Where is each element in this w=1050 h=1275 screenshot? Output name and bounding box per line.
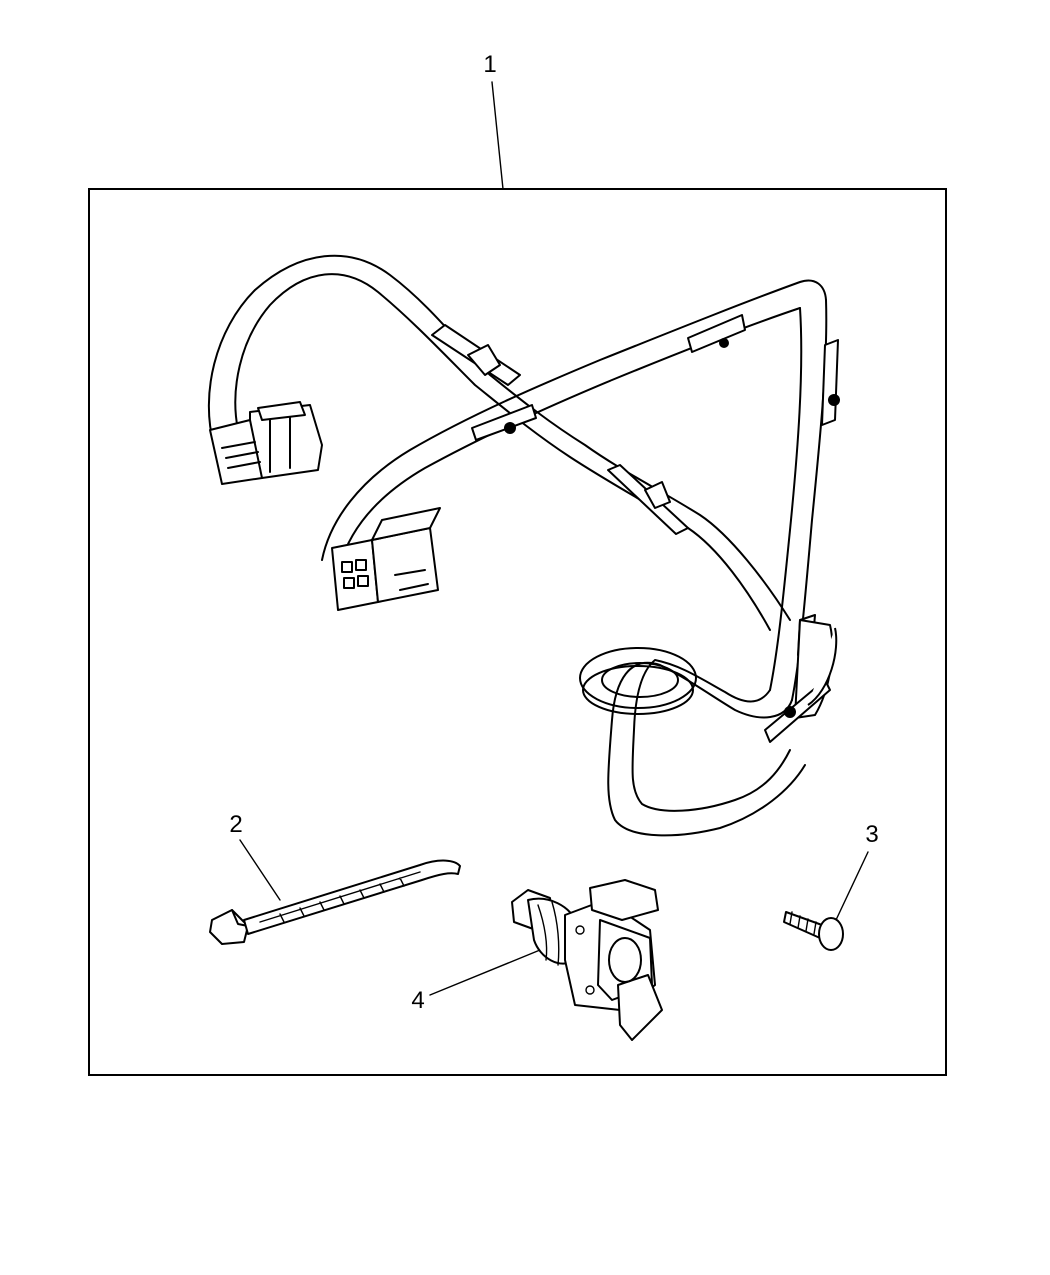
harness-grommet-lip <box>582 665 694 715</box>
harness-lower-loop-inner <box>631 659 791 812</box>
harness-connector-lower <box>331 507 441 611</box>
harness-lower-loop <box>607 661 806 837</box>
callout-3[interactable]: 3 <box>835 821 879 921</box>
harness-connector-upper <box>209 401 323 485</box>
harness-grommet-outer <box>579 647 697 709</box>
harness-grommet-inner <box>601 662 679 698</box>
callout-2-leader <box>239 839 281 901</box>
cable-tie[interactable] <box>209 859 461 945</box>
harness-clips <box>431 314 840 743</box>
callout-2[interactable]: 2 <box>229 811 281 901</box>
callout-3-label: 3 <box>865 821 878 848</box>
trailer-connector[interactable] <box>511 879 663 1041</box>
callout-4-leader <box>429 949 541 996</box>
callout-1[interactable]: 1 <box>483 51 504 190</box>
screw[interactable] <box>783 911 844 951</box>
callout-1-label: 1 <box>483 51 496 78</box>
callout-3-leader <box>835 851 869 921</box>
harness-right-run-inner <box>769 307 803 691</box>
callout-2-label: 2 <box>229 811 242 838</box>
harness-diagonal-run <box>321 279 827 561</box>
kit-frame <box>88 188 947 1076</box>
callout-4-label: 4 <box>411 987 424 1014</box>
callout-4[interactable]: 4 <box>411 949 541 1014</box>
callout-1-leader <box>491 81 504 190</box>
wiring-harness[interactable] <box>207 254 840 837</box>
